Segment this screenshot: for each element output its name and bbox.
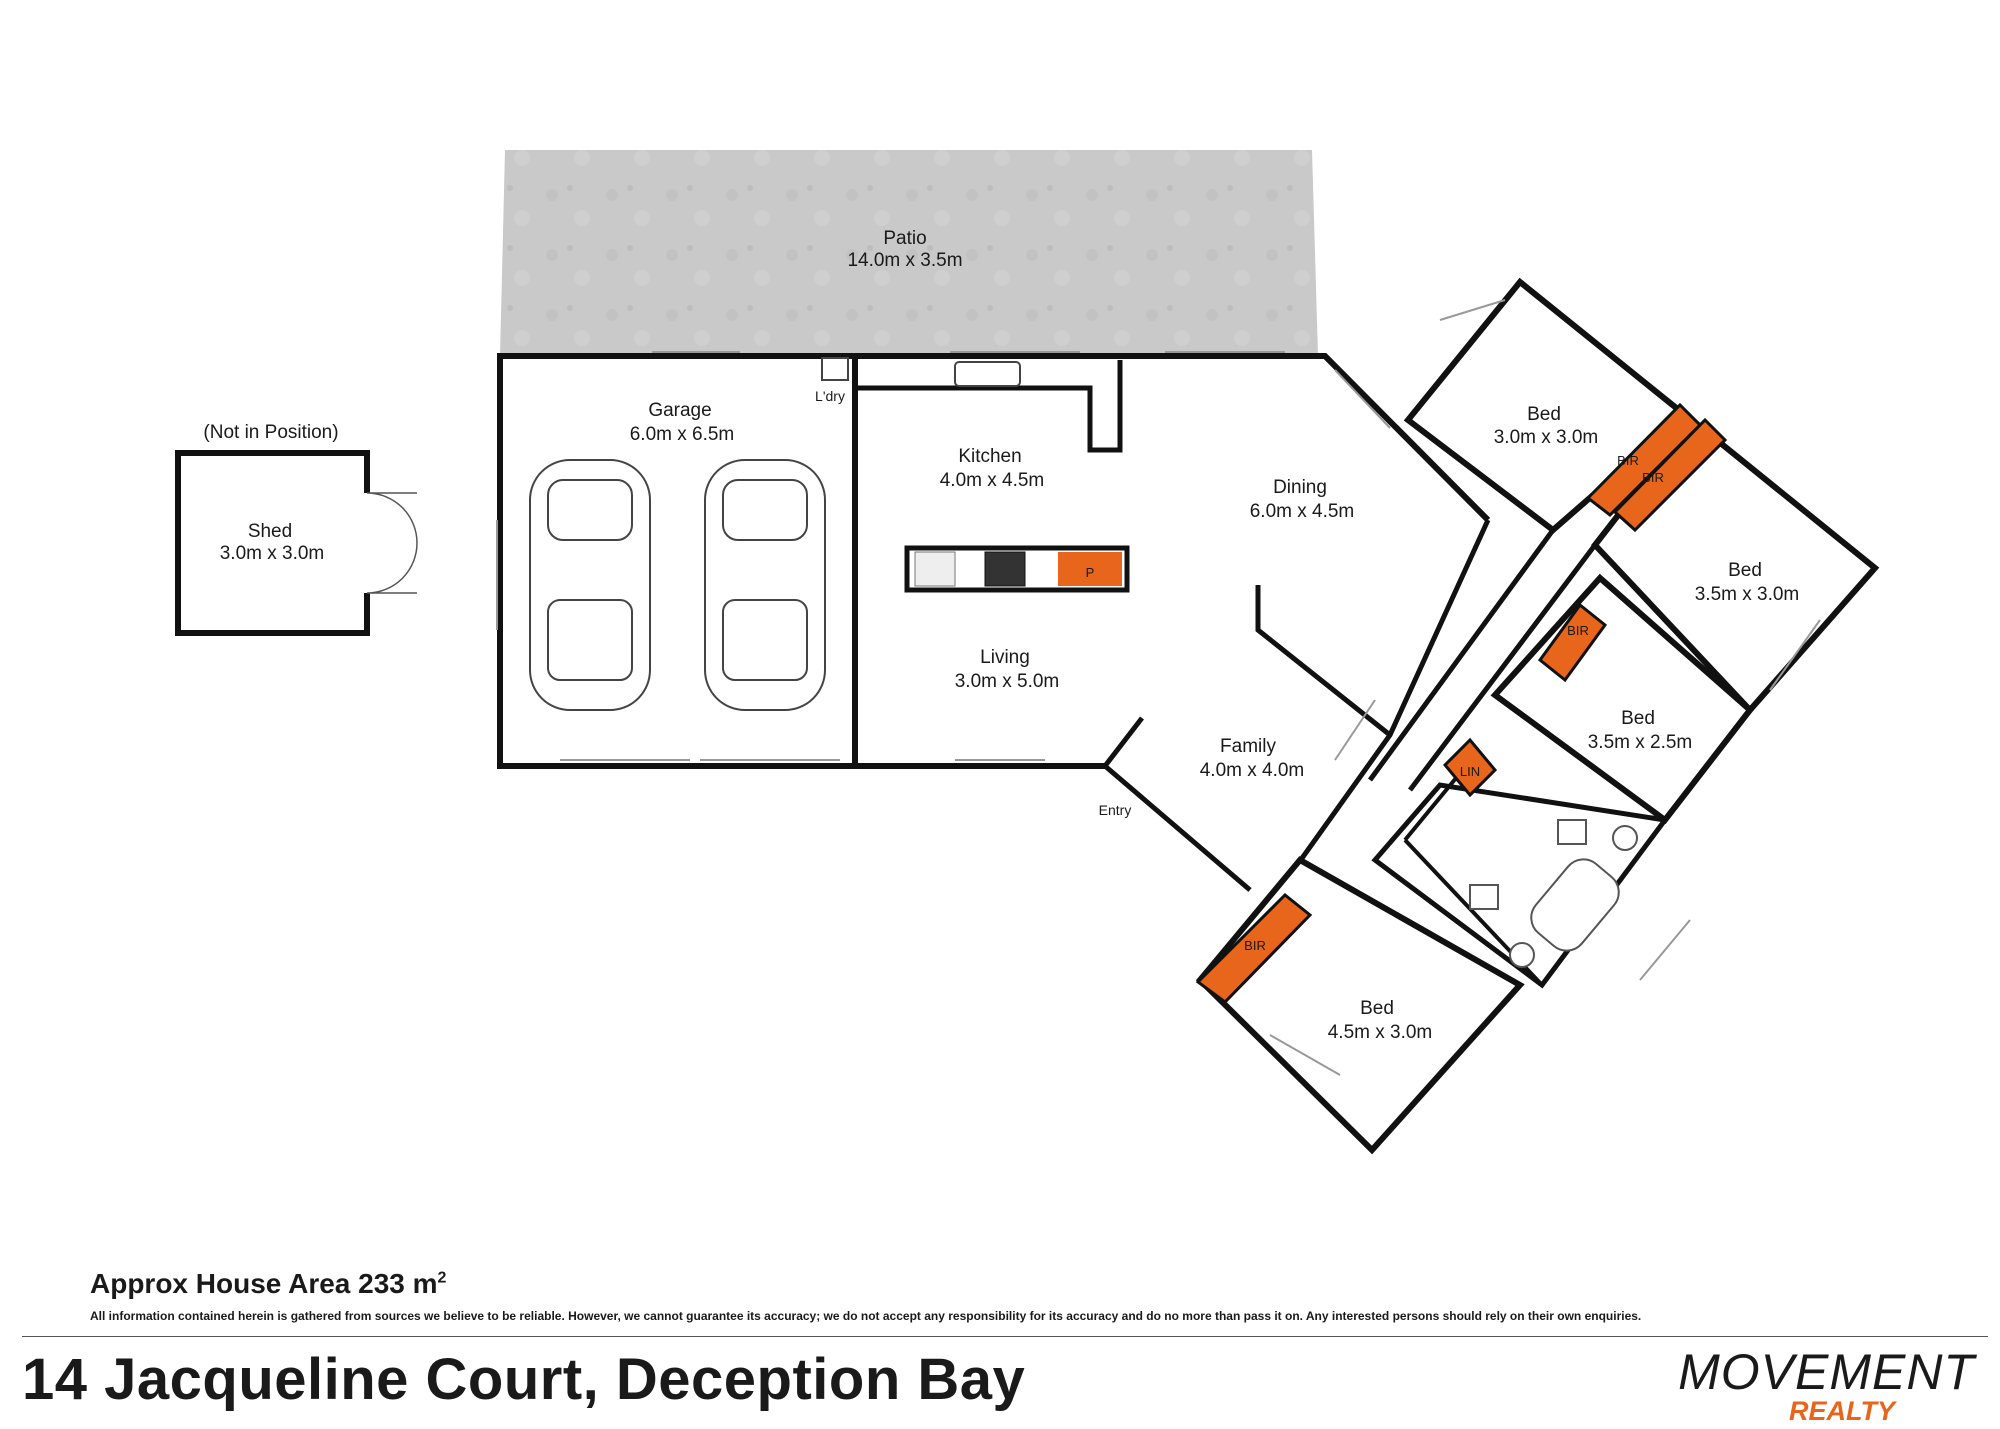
bed4-name: Bed [1360, 998, 1394, 1019]
floor-plan: Patio 14.0m x 3.5m (Not in Position) She… [175, 150, 1880, 1155]
storage-cupboards [1195, 402, 1728, 1004]
kitchen-sink-icon [954, 361, 1021, 387]
shed-name: Shed [248, 521, 292, 542]
car-right [704, 459, 826, 711]
bir-label-3: BIR [1567, 623, 1589, 638]
car-left [529, 459, 651, 711]
dining-size: 6.0m x 4.5m [1250, 501, 1355, 522]
bed4-size: 4.5m x 3.0m [1328, 1022, 1433, 1043]
garage-size: 6.0m x 6.5m [630, 424, 735, 445]
property-address: 14 Jacqueline Court, Deception Bay [22, 1347, 1026, 1412]
agency-logo: MOVEMENT REALTY [1675, 1344, 1975, 1426]
living-size: 3.0m x 5.0m [955, 671, 1060, 692]
bir-label-2: BIR [1642, 470, 1664, 485]
bed3-name: Bed [1621, 708, 1655, 729]
windows [496, 299, 1821, 1076]
bir-label-4: BIR [1244, 938, 1266, 953]
family-name: Family [1220, 736, 1276, 757]
house-area: Approx House Area 233 m2 [90, 1268, 446, 1300]
linen-label: LIN [1460, 764, 1480, 779]
bed3-size: 3.5m x 2.5m [1588, 732, 1693, 753]
house-area-unit: 2 [437, 1269, 447, 1287]
garage-name: Garage [648, 400, 711, 421]
bed2-size: 3.5m x 3.0m [1695, 584, 1800, 605]
kitchen-name: Kitchen [958, 446, 1021, 467]
bed1-size: 3.0m x 3.0m [1494, 427, 1599, 448]
shed-note: (Not in Position) [203, 422, 338, 443]
kitchen-island [904, 545, 1130, 593]
bed2-name: Bed [1728, 560, 1762, 581]
laundry-label: L'dry [815, 388, 845, 404]
shed-door [364, 492, 418, 594]
footer-divider [22, 1336, 1988, 1337]
bathroom-fixtures [1469, 819, 1638, 968]
shed-size: 3.0m x 3.0m [220, 543, 325, 564]
house-area-label: Approx House Area 233 m [90, 1268, 438, 1299]
dining-name: Dining [1273, 477, 1327, 498]
kitchen-size: 4.0m x 4.5m [940, 470, 1045, 491]
pantry-label: P [1086, 565, 1095, 580]
logo-brand: MOVEMENT [1678, 1344, 1975, 1400]
living-name: Living [980, 647, 1030, 668]
family-size: 4.0m x 4.0m [1200, 760, 1305, 781]
patio-name: Patio [883, 228, 926, 249]
bir-label-1: BIR [1617, 453, 1639, 468]
entry-label: Entry [1099, 802, 1132, 818]
patio-size: 14.0m x 3.5m [847, 250, 962, 271]
disclaimer: All information contained herein is gath… [90, 1309, 1642, 1323]
bed1-name: Bed [1527, 404, 1561, 425]
patio-area [500, 150, 1318, 356]
laundry-tub-icon [821, 357, 849, 381]
logo-sub: REALTY [1789, 1396, 1895, 1426]
